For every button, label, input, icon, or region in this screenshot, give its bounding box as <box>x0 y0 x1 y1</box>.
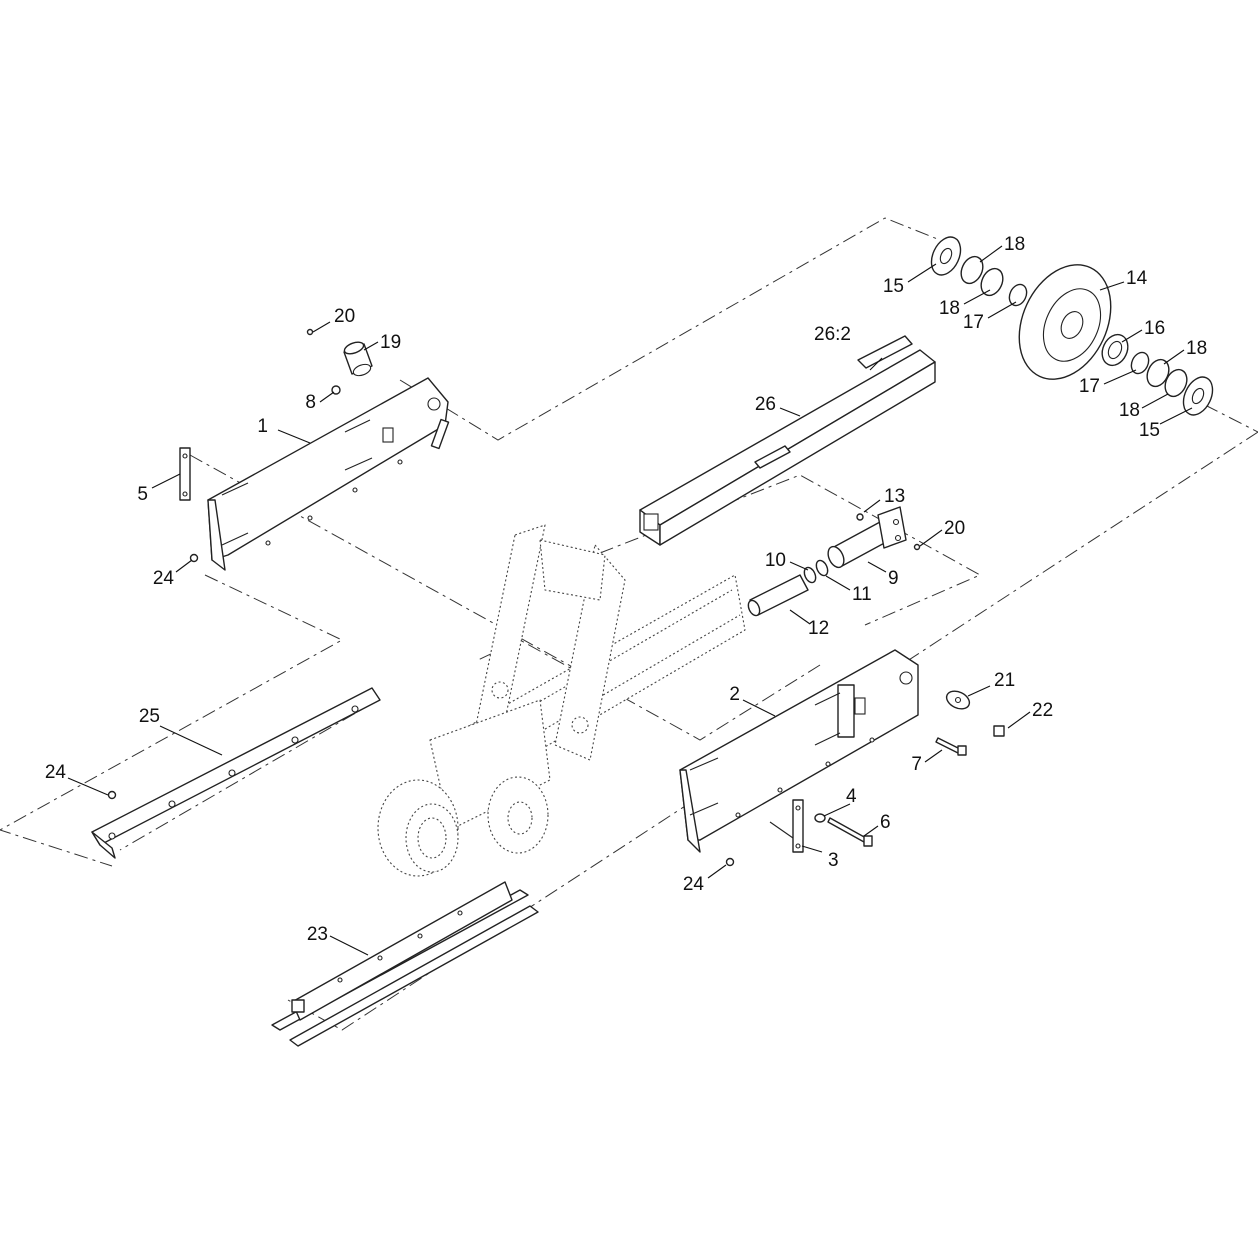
callout-17-b: 17 <box>1079 376 1100 397</box>
part-17-bearing-b <box>1130 351 1150 375</box>
callout-23: 23 <box>307 924 328 945</box>
part-26-tube <box>639 349 936 546</box>
callout-3: 3 <box>828 850 839 871</box>
callout-6: 6 <box>880 812 891 833</box>
part-24-nut-right <box>725 857 735 867</box>
part-16-hub <box>1101 333 1129 367</box>
callout-19: 19 <box>380 332 401 353</box>
callout-20-right: 20 <box>944 518 965 539</box>
callout-25: 25 <box>139 706 160 727</box>
part-23-channel <box>271 881 539 1047</box>
callout-7: 7 <box>911 754 922 775</box>
callout-16: 16 <box>1144 318 1165 339</box>
callout-18-b: 18 <box>939 298 960 319</box>
part-12-shaft <box>747 574 809 617</box>
callout-24-left: 24 <box>153 568 175 589</box>
callout-21: 21 <box>994 670 1015 691</box>
callout-26-2: 26:2 <box>814 324 851 345</box>
part-14-sheave <box>1018 264 1112 380</box>
callout-14: 14 <box>1126 268 1148 289</box>
callout-10: 10 <box>765 550 786 571</box>
callout-4: 4 <box>846 786 857 807</box>
callout-18-c: 18 <box>1186 338 1207 359</box>
part-6-bolt <box>827 817 873 847</box>
part-18-ring-d <box>1164 368 1188 398</box>
ghost-frame <box>377 524 746 877</box>
part-18-ring-b <box>980 267 1004 297</box>
part-11-ring <box>815 559 829 577</box>
part-25-flat-bar <box>91 687 381 859</box>
callout-11: 11 <box>852 584 872 605</box>
callout-labels: 1 8 20 19 5 24 24 25 23 2 24 4 6 3 7 21 … <box>45 234 1207 945</box>
callout-24-right: 24 <box>683 874 705 895</box>
callout-20-top: 20 <box>334 306 355 327</box>
part-13-pin <box>856 513 864 521</box>
callout-1: 1 <box>257 416 268 437</box>
part-4-washer <box>814 813 826 823</box>
callout-24-bar: 24 <box>45 762 67 783</box>
callout-8: 8 <box>305 392 316 413</box>
part-24-nut-left <box>189 553 199 563</box>
part-2-right-plate <box>679 649 919 853</box>
callout-26: 26 <box>755 394 776 415</box>
part-15-washer-top <box>930 236 962 276</box>
part-7-bolt <box>935 737 967 756</box>
callout-18-a: 18 <box>1004 234 1025 255</box>
part-20-pin-top <box>306 328 314 336</box>
part-21-washer <box>945 690 971 710</box>
part-10-ring <box>803 566 817 584</box>
part-20-pin-right <box>913 543 921 551</box>
callout-2: 2 <box>729 684 740 705</box>
part-15-washer-bottom <box>1182 376 1214 416</box>
callout-9: 9 <box>888 568 899 589</box>
part-5-strap <box>179 447 191 501</box>
callout-22: 22 <box>1032 700 1053 721</box>
part-22-bolt <box>993 725 1005 737</box>
part-9-pivot <box>827 506 907 569</box>
part-24-nut-bar <box>107 790 117 800</box>
part-17-bearing-a <box>1008 283 1028 307</box>
callout-5: 5 <box>137 484 148 505</box>
leader-lines <box>67 245 1193 956</box>
part-19-bushing <box>343 341 373 377</box>
part-18-ring-a <box>960 255 984 285</box>
callout-12: 12 <box>808 618 829 639</box>
callout-17-a: 17 <box>963 312 984 333</box>
part-3-strap <box>769 799 804 853</box>
part-26-2-label-decal <box>857 335 913 369</box>
callout-18-d: 18 <box>1119 400 1140 421</box>
callout-15-bottom: 15 <box>1139 420 1160 441</box>
part-1-left-plate <box>207 377 450 571</box>
callout-15-top: 15 <box>883 276 904 297</box>
callout-13: 13 <box>884 486 905 507</box>
